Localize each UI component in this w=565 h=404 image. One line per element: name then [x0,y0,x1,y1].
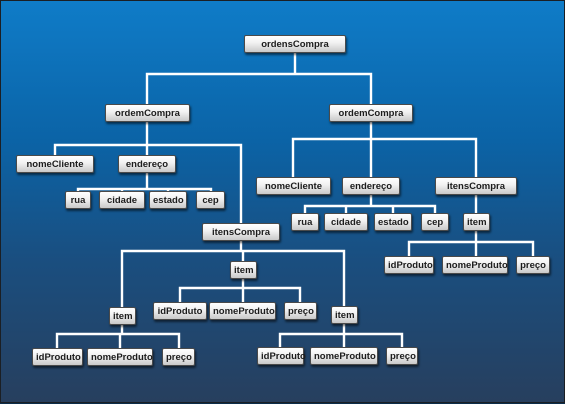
node-item-right: item [331,306,358,324]
edge-right-order-children [291,120,478,179]
node-id-produto-right-order: idProduto [384,256,434,274]
node-cidade-left: cidade [99,191,145,209]
edge-right-address [303,193,437,215]
edge-left-order-children [53,120,243,225]
node-id-produto-left: idProduto [32,348,83,366]
edge-left-item-fields [55,323,181,350]
node-endereco-left: endereço [118,155,176,173]
node-ordem-compra-right: ordemCompra [329,104,413,122]
node-preco-right: preço [386,347,418,365]
edge-right-order-item-fields [407,229,535,258]
node-item-left: item [109,307,136,325]
node-id-produto-center: idProduto [153,302,207,320]
edge-center-item-fields [178,276,302,304]
node-id-produto-right: idProduto [257,347,306,365]
node-cidade-right: cidade [324,213,368,231]
node-rua-right: rua [291,213,319,231]
node-itens-compra-right: itensCompra [435,177,517,195]
node-preco-right-order: preço [516,256,550,274]
node-nome-produto-center: nomeProduto [209,302,276,320]
node-item-right-order: item [463,213,490,231]
node-preco-left: preço [162,348,195,366]
node-nome-produto-right: nomeProduto [310,347,378,365]
node-cep-right: cep [421,213,449,231]
node-endereco-right: endereço [342,177,400,195]
node-estado-right: estado [374,213,412,231]
node-preco-center: preço [284,302,317,320]
edge-right-item-fields [278,322,404,349]
node-estado-left: estado [149,191,187,209]
node-rua-left: rua [65,191,91,209]
node-nome-produto-left: nomeProduto [87,348,153,366]
node-nome-cliente-right: nomeCliente [256,177,331,195]
node-ordens-compra: ordensCompra [244,35,346,53]
edge-root-orders [145,51,373,106]
node-nome-cliente-left: nomeCliente [16,155,94,173]
edge-left-address [76,171,213,193]
edge-left-itens [120,239,346,309]
node-item-center: item [230,261,257,279]
node-ordem-compra-left: ordemCompra [105,104,190,122]
node-cep-left: cep [196,191,225,209]
node-itens-compra-left: itensCompra [202,223,280,241]
node-nome-produto-right-order: nomeProduto [442,256,508,274]
